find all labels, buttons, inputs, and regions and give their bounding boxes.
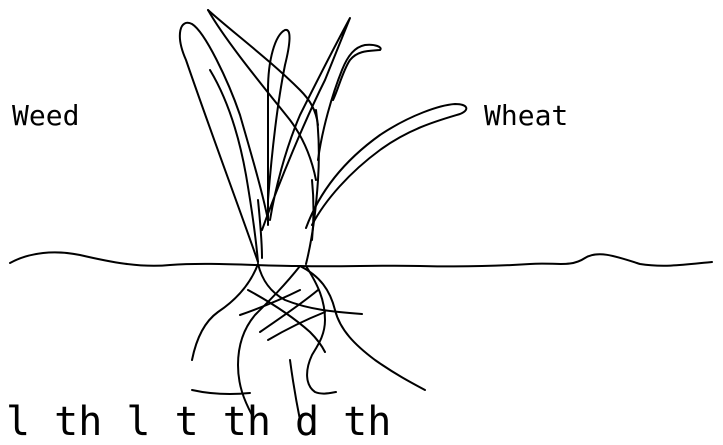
wheat-label: Wheat (484, 102, 568, 130)
leaf-diagonal-cross (208, 10, 316, 180)
plant-diagram (0, 0, 723, 426)
weed-label: Weed (12, 102, 79, 130)
caption-text-cropped: l th l t th d th (6, 402, 391, 442)
root-5 (300, 266, 425, 390)
leaf-inner-2 (258, 200, 262, 258)
plant (180, 10, 466, 264)
leaf-left-tall (268, 30, 290, 225)
root-6 (248, 290, 325, 352)
leaf-right-arch (306, 104, 466, 228)
leaf-inner-1 (312, 180, 314, 240)
leaf-diagonal-cross-2 (208, 10, 318, 125)
root-9 (268, 312, 325, 340)
ground-line (10, 252, 712, 266)
root-4 (306, 266, 336, 394)
roots (192, 264, 425, 420)
